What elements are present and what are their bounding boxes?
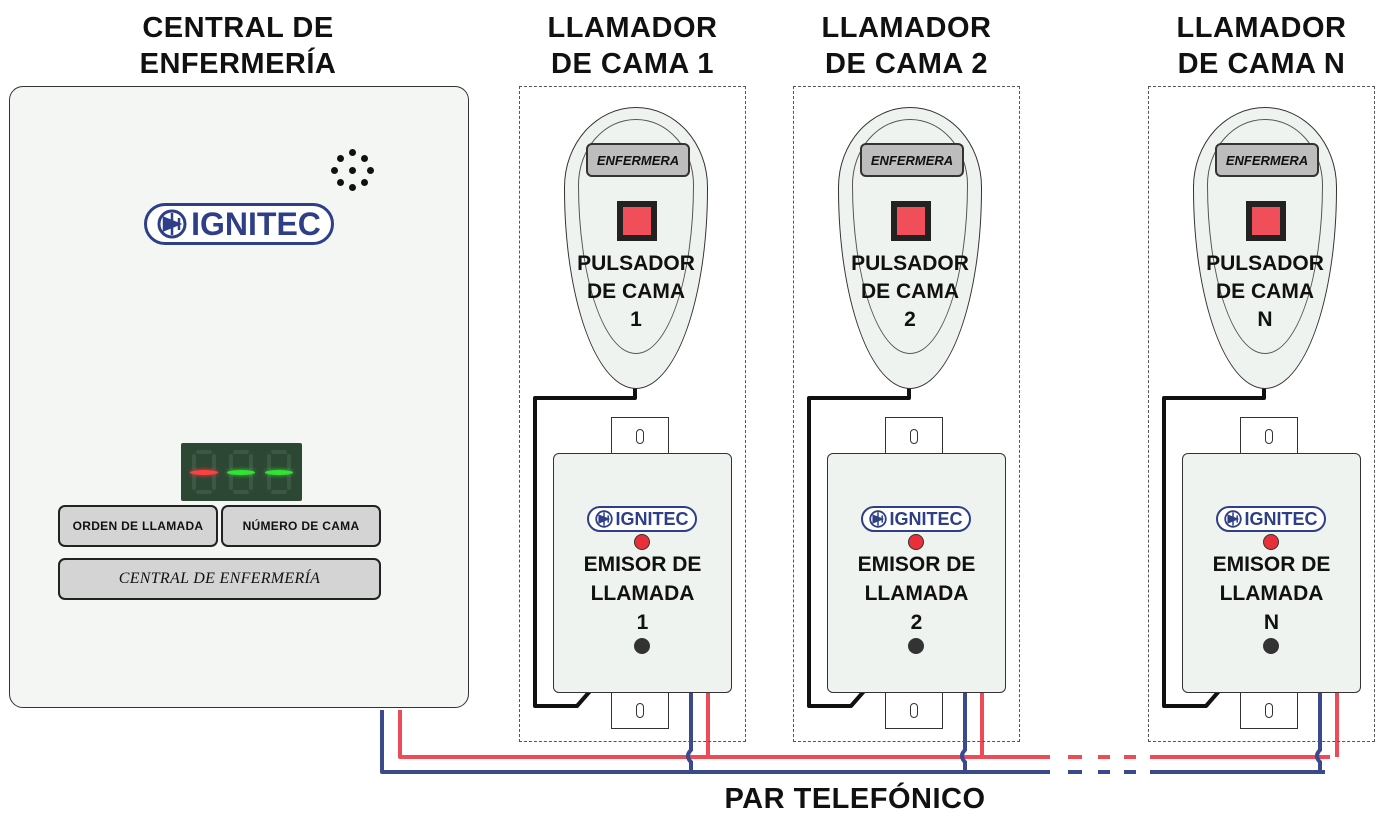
diode-logo-icon: [157, 209, 187, 239]
display-digit-order: [189, 450, 218, 494]
bottom-mounting-tab: [1240, 691, 1298, 729]
central-title: CENTRAL DE ENFERMERÍA: [139, 12, 337, 80]
call-emitter: IGNITEC EMISOR DE LLAMADA 2: [827, 453, 1006, 693]
call-button[interactable]: [1246, 201, 1286, 241]
reset-button[interactable]: [908, 638, 924, 654]
nurse-central-unit: IGNITEC ORDEN DE LLAMADA NÚMERO DE CAMA …: [9, 86, 469, 708]
call-button-face[interactable]: [1252, 207, 1280, 235]
handset-cord: [533, 386, 637, 708]
module-title: LLAMADOR DE CAMA 1: [547, 12, 718, 80]
mounting-slot-icon: [1265, 702, 1273, 718]
brand-text: IGNITEC: [191, 205, 321, 242]
module-title: LLAMADOR DE CAMA 2: [821, 12, 992, 80]
speaker-grille-icon: [329, 149, 377, 191]
pulsador-label: PULSADOR DE CAMA 1: [577, 252, 695, 331]
handset-cord: [807, 386, 911, 708]
segment-f: [267, 454, 272, 470]
segment-a: [195, 450, 212, 454]
call-button-face[interactable]: [623, 207, 651, 235]
diode-logo-icon: [869, 510, 888, 528]
segment-f: [191, 454, 196, 470]
status-led-red: [908, 534, 924, 550]
segment-c: [287, 474, 292, 490]
call-button[interactable]: [891, 201, 931, 241]
brand-logo: IGNITEC: [144, 203, 334, 245]
central-panel-label: CENTRAL DE ENFERMERÍA: [58, 558, 381, 600]
display-digit-bed-units: [265, 450, 294, 494]
call-emitter: IGNITEC EMISOR DE LLAMADA 1: [553, 453, 732, 693]
bed-caller-module: ENFERMERA PULSADOR DE CAMA N IGNITEC EMI…: [1148, 86, 1375, 742]
mounting-slot-icon: [910, 702, 918, 718]
call-button-face[interactable]: [897, 207, 925, 235]
segment-g: [265, 470, 294, 475]
segment-a: [271, 450, 288, 454]
brand-text: IGNITEC: [889, 508, 963, 529]
red-bus-wire: [398, 710, 1050, 759]
emitter-label: EMISOR DE LLAMADA 1: [583, 553, 702, 634]
segment-c: [249, 474, 254, 490]
mounting-slot-icon: [1265, 428, 1273, 444]
segment-c: [211, 474, 216, 490]
segment-b: [211, 454, 216, 470]
blue-drop-wire: [686, 690, 693, 772]
reset-button[interactable]: [634, 638, 650, 654]
brand-text: IGNITEC: [615, 508, 689, 529]
reset-button[interactable]: [1263, 638, 1279, 654]
segment-b: [249, 454, 254, 470]
status-led-red: [634, 534, 650, 550]
brand-logo: IGNITEC: [1216, 506, 1326, 532]
segment-d: [271, 490, 288, 494]
mounting-slot-icon: [910, 428, 918, 444]
pulsador-label: PULSADOR DE CAMA N: [1206, 252, 1324, 331]
display-digit-bed-tens: [227, 450, 256, 494]
segment-e: [191, 474, 196, 490]
mounting-slot-icon: [636, 702, 644, 718]
emitter-label: EMISOR DE LLAMADA 2: [857, 553, 976, 634]
segment-d: [233, 490, 250, 494]
status-led-red: [1263, 534, 1279, 550]
brand-logo: IGNITEC: [861, 506, 971, 532]
top-mounting-tab: [1240, 417, 1298, 455]
segment-f: [229, 454, 234, 470]
bus-label: PAR TELEFÓNICO: [724, 783, 986, 815]
brand-text: IGNITEC: [1244, 508, 1318, 529]
top-mounting-tab: [611, 417, 669, 455]
bottom-mounting-tab: [611, 691, 669, 729]
segment-g: [189, 470, 218, 475]
blue-drop-wire: [1315, 690, 1322, 772]
segment-b: [287, 454, 292, 470]
call-button[interactable]: [617, 201, 657, 241]
bed-pushbutton-handset: ENFERMERA PULSADOR DE CAMA N: [1193, 107, 1337, 389]
order-of-call-button[interactable]: ORDEN DE LLAMADA: [58, 505, 218, 547]
handset-cord: [1162, 386, 1266, 708]
bed-caller-module: ENFERMERA PULSADOR DE CAMA 2 IGNITEC EMI…: [793, 86, 1020, 742]
segment-d: [195, 490, 212, 494]
segment-a: [233, 450, 250, 454]
call-emitter: IGNITEC EMISOR DE LLAMADA N: [1182, 453, 1361, 693]
mounting-slot-icon: [636, 428, 644, 444]
diode-logo-icon: [1224, 510, 1243, 528]
blue-drop-wire: [960, 690, 967, 772]
bed-pushbutton-handset: ENFERMERA PULSADOR DE CAMA 1: [564, 107, 708, 389]
nurse-label: ENFERMERA: [860, 143, 964, 177]
nurse-label: ENFERMERA: [1215, 143, 1319, 177]
bed-number-button[interactable]: NÚMERO DE CAMA: [221, 505, 381, 547]
module-title: LLAMADOR DE CAMA N: [1176, 12, 1347, 80]
blue-bus-wire: [380, 710, 1050, 774]
segment-e: [229, 474, 234, 490]
top-mounting-tab: [885, 417, 943, 455]
nurse-label: ENFERMERA: [586, 143, 690, 177]
segment-g: [227, 470, 256, 475]
segment-e: [267, 474, 272, 490]
diode-logo-icon: [595, 510, 614, 528]
bed-caller-module: ENFERMERA PULSADOR DE CAMA 1 IGNITEC EMI…: [519, 86, 746, 742]
pulsador-label: PULSADOR DE CAMA 2: [851, 252, 969, 331]
brand-logo: IGNITEC: [587, 506, 697, 532]
bed-pushbutton-handset: ENFERMERA PULSADOR DE CAMA 2: [838, 107, 982, 389]
seven-segment-display: [181, 443, 302, 501]
bottom-mounting-tab: [885, 691, 943, 729]
emitter-label: EMISOR DE LLAMADA N: [1212, 553, 1331, 634]
